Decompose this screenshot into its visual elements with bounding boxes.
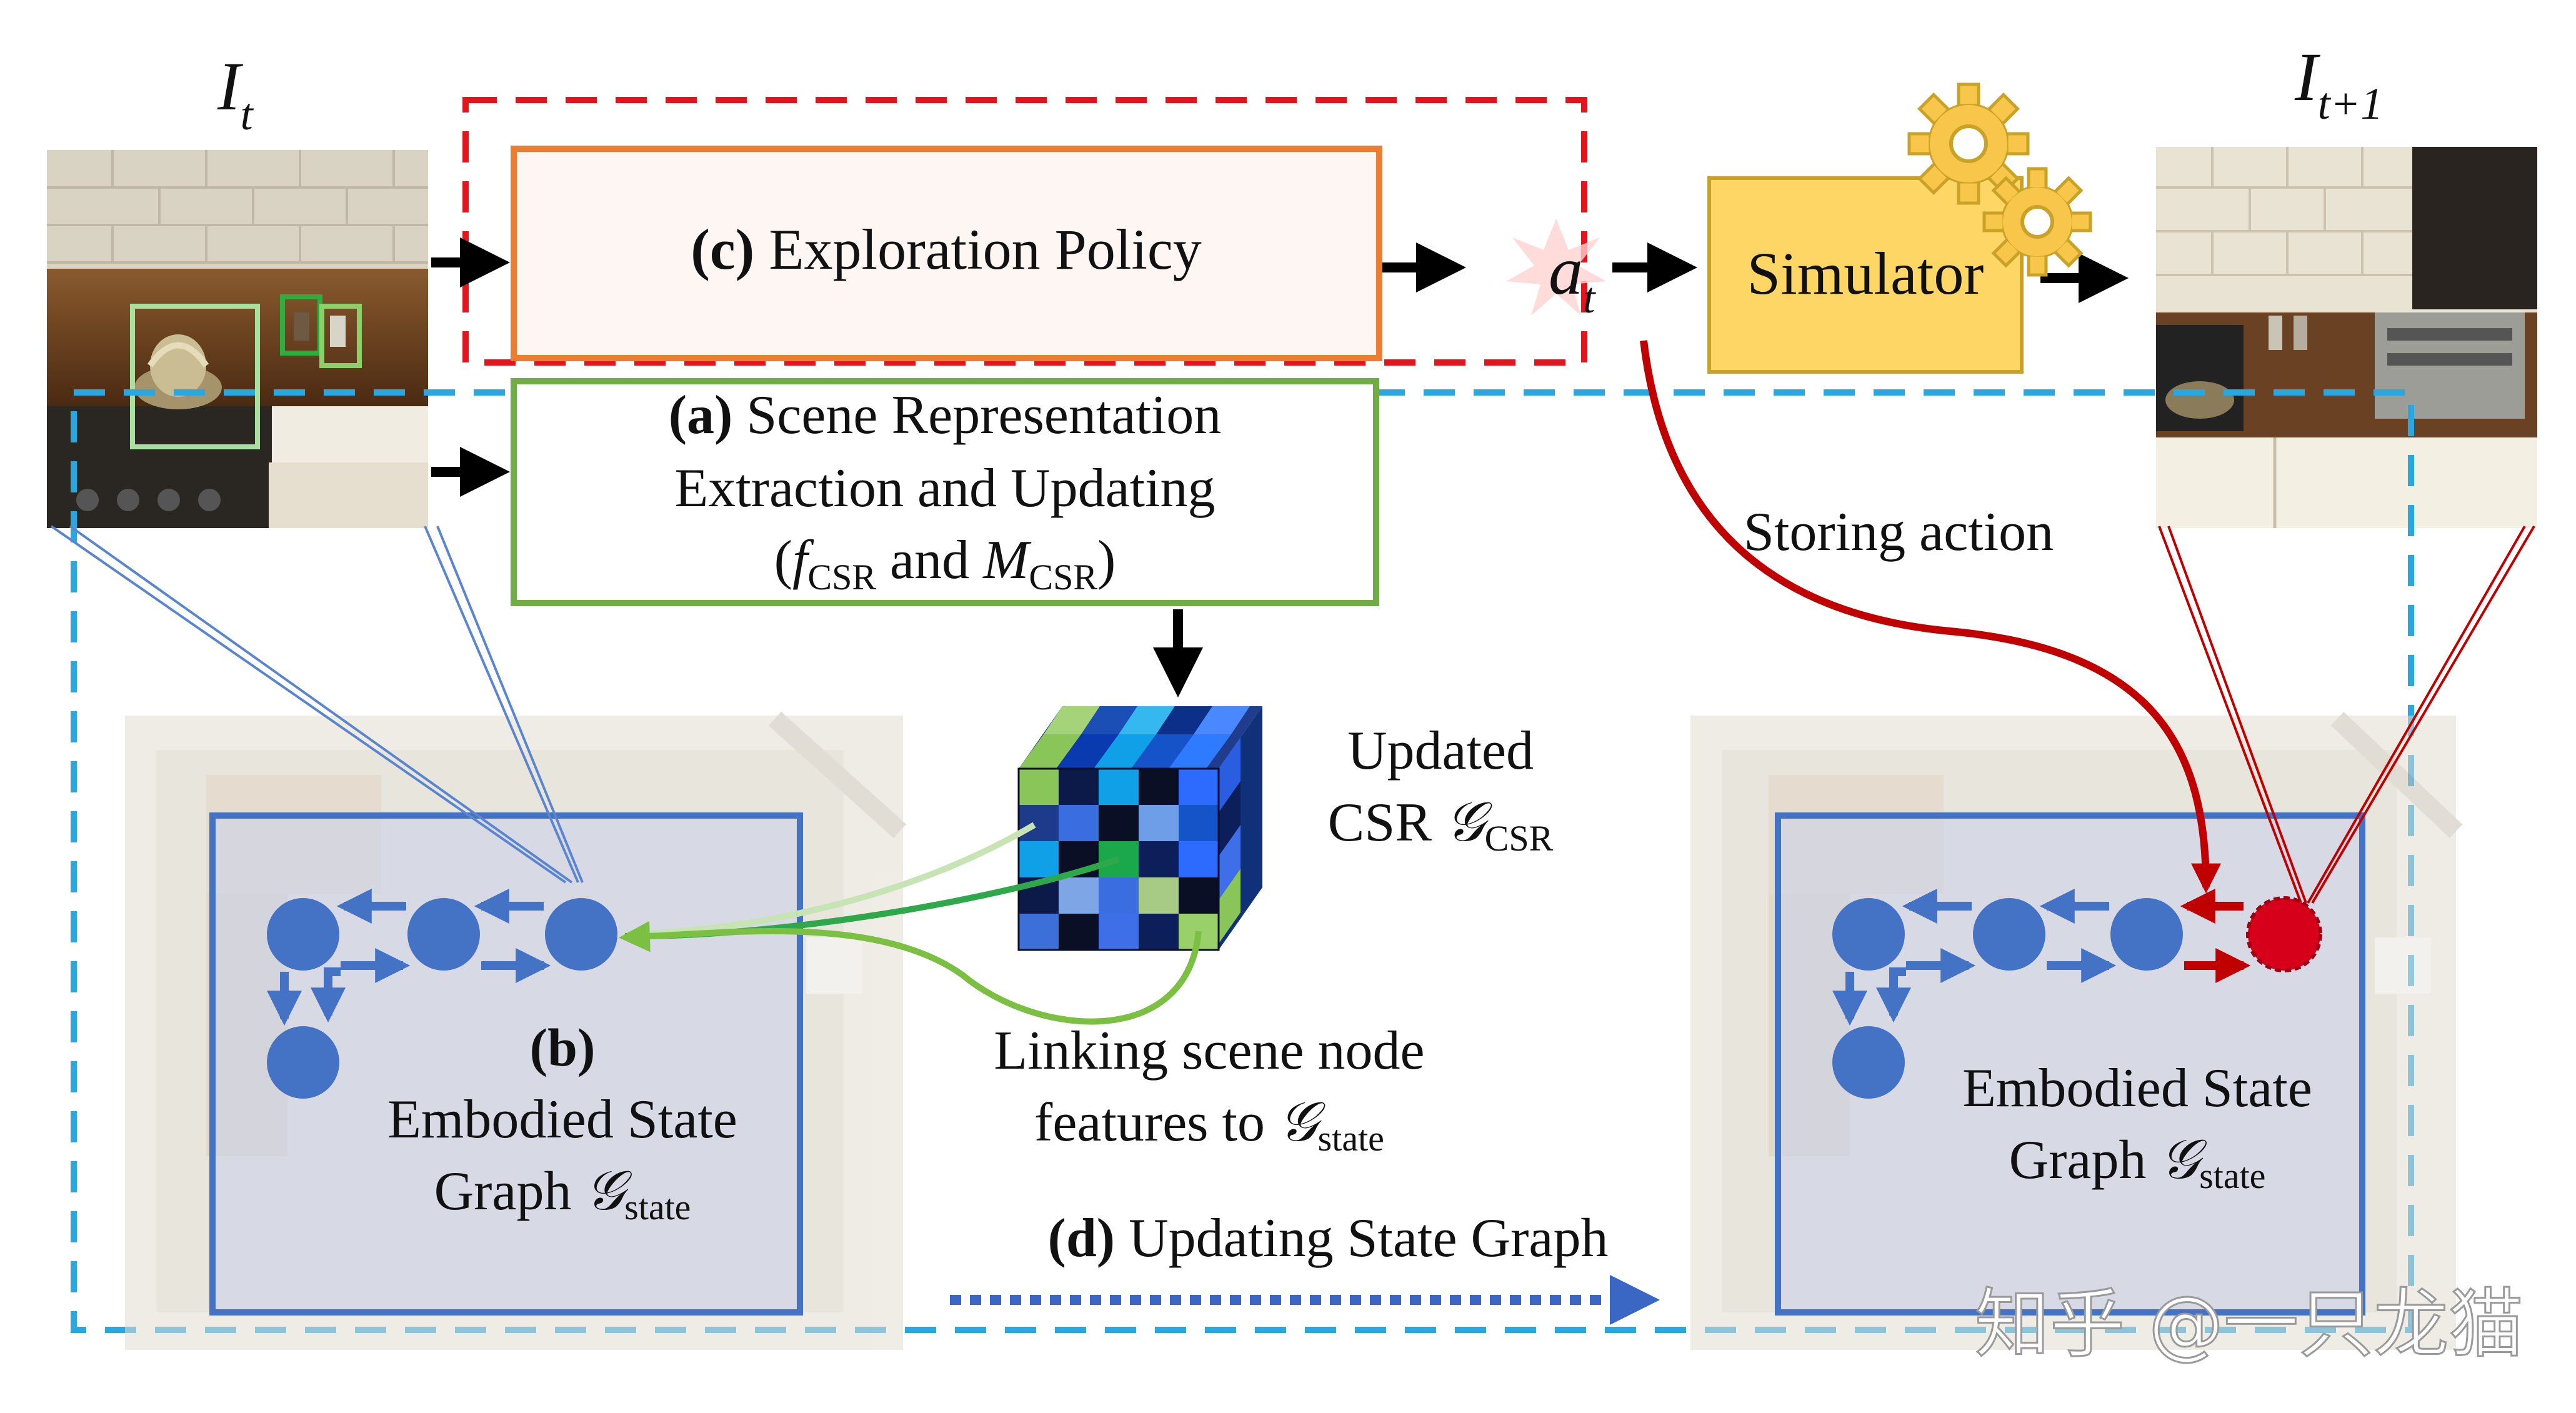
left-frame-projection <box>50 525 584 884</box>
state-node <box>407 898 480 971</box>
state-left-line1: Embodied State <box>387 1089 737 1150</box>
flow-arrows <box>431 237 2129 697</box>
scene-representation-line1: (a) Scene Representation <box>669 385 1222 446</box>
state-right-line2: Graph 𝒢state <box>2009 1130 2266 1196</box>
linking-arrows <box>619 822 1202 1025</box>
linking-label-line1: Linking scene node <box>994 1021 1424 1081</box>
update-graph-label: (d) Updating State Graph <box>1048 1208 1609 1269</box>
action-label: at <box>1549 232 1596 322</box>
right-state-graph <box>1832 889 2322 1099</box>
exploration-policy-box <box>511 146 1382 361</box>
scene-representation-line3: (fCSR and MCSR) <box>774 530 1116 597</box>
policy-region <box>462 97 1587 366</box>
new-state-node <box>2246 896 2322 972</box>
csr-label-line1: Updated <box>1347 721 1534 781</box>
state-node <box>2110 898 2183 971</box>
state-right-line1: Embodied State <box>1962 1058 2312 1119</box>
scene-representation-box <box>511 378 1379 606</box>
state-left-line2: Graph 𝒢state <box>434 1161 691 1227</box>
state-node <box>267 898 339 971</box>
gear-icon <box>1907 82 2092 277</box>
action-burst <box>1506 219 1606 316</box>
state-node <box>1973 898 2045 971</box>
csr-cube <box>1017 706 1262 951</box>
simulator-box <box>1707 176 2024 374</box>
watermark: 知乎 @一只龙猫 <box>1975 1281 2524 1368</box>
frame-t-image <box>47 150 428 528</box>
storing-action-arrow <box>1640 340 2221 894</box>
storing-action-label: Storing action <box>1744 502 2054 562</box>
state-left-tag: (b) <box>529 1017 595 1077</box>
exploration-policy-label: (c) Exploration Policy <box>691 217 1202 281</box>
state-node <box>1832 898 1905 971</box>
frame-t1-image <box>2156 147 2537 528</box>
state-node <box>267 1026 339 1099</box>
left-state-graph <box>267 889 617 1099</box>
csr-label-line2: CSR 𝒢CSR <box>1328 792 1554 859</box>
state-node <box>545 898 617 971</box>
frame-t1-label: It+1 <box>2294 39 2383 129</box>
state-node <box>1832 1026 1905 1099</box>
right-frame-projection <box>2158 525 2535 904</box>
frame-t-label: It <box>217 48 254 139</box>
scene-representation-line2: Extraction and Updating <box>674 458 1215 519</box>
linking-label-line2: features to 𝒢state <box>1034 1092 1384 1159</box>
simulator-label: Simulator <box>1747 240 1984 307</box>
